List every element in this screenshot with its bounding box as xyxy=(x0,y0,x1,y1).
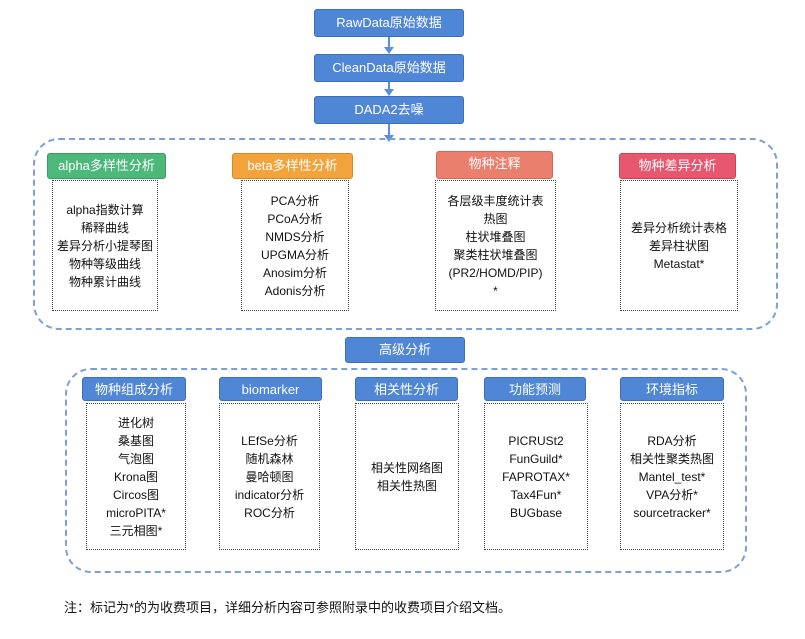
footnote: 注：标记为*的为收费项目，详细分析内容可参照附录中的收费项目介绍文档。 xyxy=(64,600,512,615)
list-item: 进化树 xyxy=(117,415,154,430)
list-item: Tax4Fun* xyxy=(510,487,562,502)
list-item: 随机森林 xyxy=(245,451,294,466)
advanced-analysis-group xyxy=(65,368,747,573)
alpha-items-box: alpha指数计算 稀释曲线 差异分析小提琴图 物种等级曲线 物种累计曲线 xyxy=(52,180,158,311)
flow-connector xyxy=(388,82,390,92)
list-item: 物种等级曲线 xyxy=(68,256,141,271)
list-item: 三元相图* xyxy=(109,523,163,538)
list-item: FAPROTAX* xyxy=(502,469,570,484)
list-item: LEfSe分析 xyxy=(241,433,298,448)
list-item: 相关性网络图 xyxy=(370,460,443,475)
list-item: microPITA* xyxy=(106,505,166,520)
list-item: sourcetracker* xyxy=(633,505,711,520)
difference-items-box: 差异分析统计表格 差异柱状图 Metastat* xyxy=(620,180,738,311)
category-species-annotation: 物种注释 xyxy=(436,151,553,179)
list-item: 各层级丰度统计表 xyxy=(447,193,544,208)
basic-analysis-group xyxy=(33,138,778,330)
flow-connector xyxy=(388,37,390,49)
list-item: NMDS分析 xyxy=(265,229,325,244)
list-item: Anosim分析 xyxy=(262,265,327,280)
list-item: Adonis分析 xyxy=(264,283,326,298)
list-item: Krona图 xyxy=(113,469,159,484)
list-item: 相关性热图 xyxy=(376,478,437,493)
annotation-items-box: 各层级丰度统计表 热图 柱状堆叠图 聚类柱状堆叠图 (PR2/HOMD/PIP)… xyxy=(435,180,556,311)
list-item: RDA分析 xyxy=(647,433,697,448)
flow-step-cleandata: CleanData原始数据 xyxy=(314,54,464,82)
function-items-box: PICRUSt2 FunGuild* FAPROTAX* Tax4Fun* BU… xyxy=(484,403,588,550)
list-item: Circos图 xyxy=(112,487,159,502)
list-item: VPA分析* xyxy=(646,487,698,502)
biomarker-items-box: LEfSe分析 随机森林 曼哈顿图 indicator分析 ROC分析 xyxy=(219,403,320,550)
list-item: PICRUSt2 xyxy=(508,433,564,448)
arrow-down-icon xyxy=(384,47,394,54)
list-item: 相关性聚类热图 xyxy=(629,451,714,466)
list-item: * xyxy=(493,283,498,298)
list-item: 聚类柱状堆叠图 xyxy=(453,247,538,262)
composition-items-box: 进化树 桑基图 气泡图 Krona图 Circos图 microPITA* 三元… xyxy=(86,403,186,550)
list-item: 稀释曲线 xyxy=(80,220,129,235)
list-item: ROC分析 xyxy=(244,505,295,520)
arrow-down-icon xyxy=(384,89,394,96)
list-item: 曼哈顿图 xyxy=(245,469,294,484)
list-item: PCA分析 xyxy=(270,193,320,208)
advanced-analysis-label: 高级分析 xyxy=(345,337,465,363)
flow-step-rawdata: RawData原始数据 xyxy=(314,9,464,37)
list-item: (PR2/HOMD/PIP) xyxy=(448,265,543,280)
category-biomarker: biomarker xyxy=(219,377,322,401)
list-item: Mantel_test* xyxy=(638,469,706,484)
flow-step-dada2: DADA2去噪 xyxy=(314,96,464,124)
list-item: 差异分析小提琴图 xyxy=(56,238,153,253)
list-item: 物种累计曲线 xyxy=(68,274,141,289)
list-item: 差异柱状图 xyxy=(648,238,709,253)
list-item: 桑基图 xyxy=(117,433,154,448)
correlation-items-box: 相关性网络图 相关性热图 xyxy=(355,403,459,550)
list-item: 气泡图 xyxy=(117,451,154,466)
category-beta-diversity: beta多样性分析 xyxy=(232,153,353,179)
list-item: 柱状堆叠图 xyxy=(465,229,526,244)
list-item: UPGMA分析 xyxy=(260,247,329,262)
list-item: alpha指数计算 xyxy=(66,202,144,217)
list-item: 热图 xyxy=(483,211,508,226)
category-correlation: 相关性分析 xyxy=(355,377,458,401)
list-item: BUGbase xyxy=(509,505,563,520)
list-item: 差异分析统计表格 xyxy=(630,220,727,235)
category-species-composition: 物种组成分析 xyxy=(82,377,186,401)
category-function-prediction: 功能预测 xyxy=(484,377,586,401)
list-item: Metastat* xyxy=(653,256,705,271)
list-item: FunGuild* xyxy=(509,451,563,466)
list-item: indicator分析 xyxy=(234,487,305,502)
category-environment: 环境指标 xyxy=(620,377,724,401)
beta-items-box: PCA分析 PCoA分析 NMDS分析 UPGMA分析 Anosim分析 Ado… xyxy=(241,180,349,311)
category-alpha-diversity: alpha多样性分析 xyxy=(47,153,166,179)
category-species-difference: 物种差异分析 xyxy=(619,153,736,179)
environment-items-box: RDA分析 相关性聚类热图 Mantel_test* VPA分析* source… xyxy=(620,403,724,550)
flow-connector xyxy=(388,124,390,138)
list-item: PCoA分析 xyxy=(267,211,323,226)
